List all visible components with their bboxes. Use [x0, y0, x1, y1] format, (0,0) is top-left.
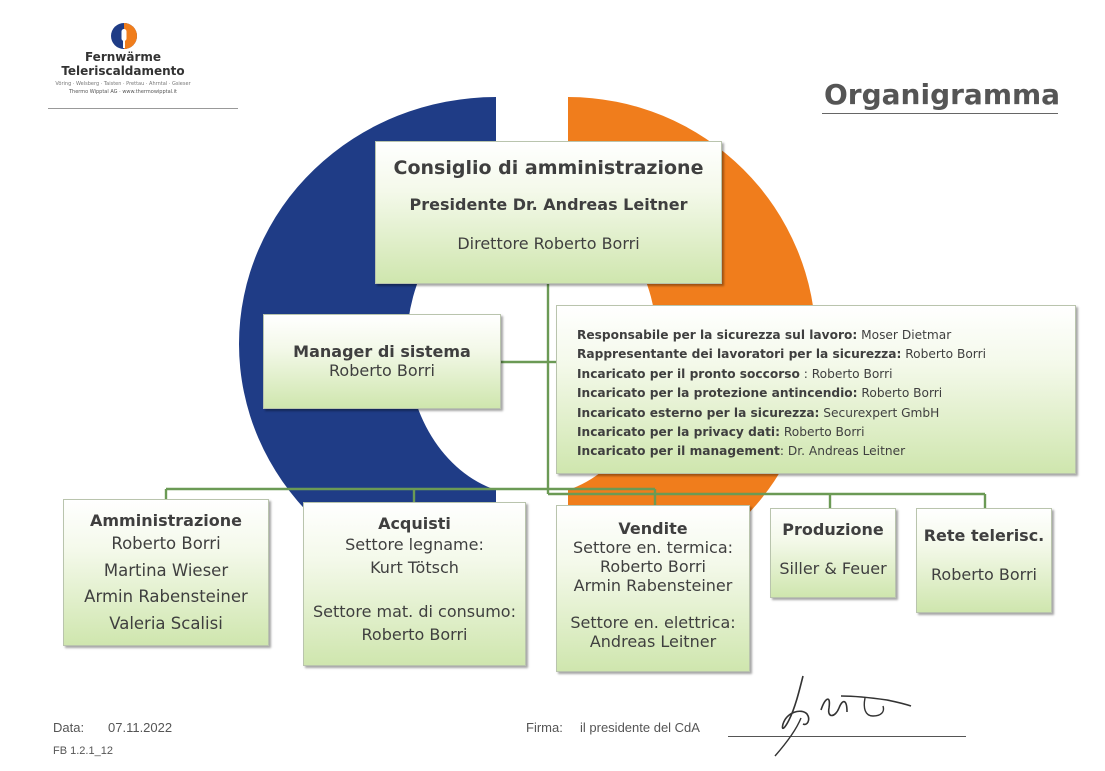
dept-person: Kurt Tötsch [370, 558, 459, 577]
board-box: Consiglio di amministrazione Presidente … [375, 141, 722, 284]
dept-acquisti-title: Acquisti [378, 514, 451, 533]
signature-label: Firma: [526, 720, 563, 735]
company-logo: Fernwärme Teleriscaldamento Vöring · Wel… [48, 18, 238, 110]
system-manager-person: Roberto Borri [329, 361, 435, 380]
dept-rete-box: Rete telerisc. Roberto Borri [916, 508, 1052, 613]
logo-line-4: Thermo Wipptal AG · www.thermowipptal.it [68, 89, 177, 95]
dept-sector-label: Settore mat. di consumo: [313, 602, 516, 621]
date-label: Data: [53, 720, 85, 735]
safety-role-row: Incaricato esterno per la sicurezza: Sec… [577, 405, 940, 420]
safety-role-row: Responsabile per la sicurezza sul lavoro… [577, 328, 952, 342]
system-manager-box: Manager di sistema Roberto Borri [263, 314, 501, 409]
logo-line-1: Fernwärme [84, 50, 162, 64]
logo-line-3: Vöring · Welsberg · Taisten · Prettau · … [55, 81, 191, 87]
dept-person: Andreas Leitner [589, 632, 717, 651]
signature-line [728, 736, 966, 737]
dept-sector-label: Settore en. elettrica: [570, 613, 736, 632]
system-manager-title: Manager di sistema [293, 342, 471, 361]
safety-role-row: Incaricato per il management: Dr. Andrea… [577, 444, 906, 459]
dept-person: Valeria Scalisi [109, 613, 223, 633]
safety-role-row: Incaricato per la privacy dati: Roberto … [577, 425, 865, 440]
connector-lines [164, 284, 987, 508]
logo-divider [48, 108, 238, 109]
dept-rete-title: Rete telerisc. [923, 526, 1045, 545]
document-title: Organigramma [824, 78, 1061, 111]
logo-mark-icon [111, 23, 137, 49]
dept-person: Armin Rabensteiner [84, 587, 248, 606]
dept-produzione-box: Produzione Siller & Feuer [770, 508, 896, 598]
board-director: Direttore Roberto Borri [457, 234, 640, 253]
dept-vendite-title: Vendite [618, 519, 688, 538]
dept-person: Roberto Borri [111, 534, 221, 553]
dept-produzione-title: Produzione [782, 520, 884, 539]
dept-person: Roberto Borri [600, 557, 706, 576]
dept-person: Roberto Borri [931, 565, 1037, 584]
safety-role-row: Rappresentante dei lavoratori per la sic… [577, 347, 986, 362]
safety-role-row: Incaricato per il pronto soccorso : Robe… [577, 366, 893, 381]
dept-acquisti-box: Acquisti Settore legname: Kurt Tötsch Se… [303, 502, 526, 666]
board-title: Consiglio di amministrazione [393, 157, 704, 179]
dept-person: Martina Wieser [103, 560, 229, 580]
signature-role: il presidente del CdA [580, 720, 700, 735]
dept-sector-label: Settore legname: [345, 535, 484, 554]
title-underline [822, 113, 1058, 114]
dept-person: Roberto Borri [361, 625, 468, 644]
date-value: 07.11.2022 [108, 720, 173, 735]
form-code: FB 1.2.1_12 [53, 745, 113, 757]
safety-role-row: Incaricato per la protezione antincendio… [577, 386, 943, 401]
dept-person: Siller & Feuer [779, 559, 887, 578]
dept-amministrazione-box: Amministrazione Roberto Borri Martina Wi… [63, 499, 269, 646]
dept-sector-label: Settore en. termica: [572, 538, 734, 557]
handwritten-signature [774, 675, 912, 757]
dept-amministrazione-title: Amministrazione [90, 511, 242, 530]
safety-roles-box: Responsabile per la sicurezza sul lavoro… [556, 305, 1076, 474]
board-president: Presidente Dr. Andreas Leitner [409, 195, 688, 214]
dept-vendite-box: Vendite Settore en. termica: Roberto Bor… [556, 505, 750, 672]
dept-person: Armin Rabensteiner [573, 576, 733, 595]
logo-line-2: Teleriscaldamento [61, 64, 185, 78]
